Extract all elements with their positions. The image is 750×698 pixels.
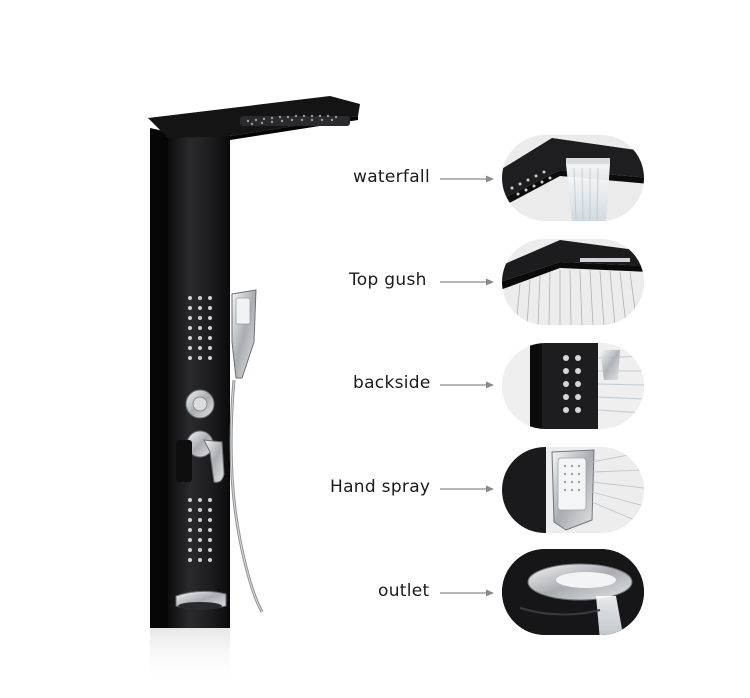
diverter-knob (185, 389, 215, 419)
detail-outlet-image (502, 549, 644, 635)
floor-reflection (150, 628, 230, 683)
detail-hand-spray-image (502, 447, 644, 533)
label-top-gush: Top gush (349, 270, 427, 290)
lower-body-jets (188, 498, 212, 562)
panel-side (150, 128, 168, 628)
label-hand-spray: Hand spray (330, 477, 431, 497)
label-waterfall: waterfall (353, 167, 430, 187)
shower-panel (148, 96, 360, 683)
callout-arrows (440, 175, 494, 597)
hand-shower (229, 289, 264, 613)
detail-top-gush-image (502, 239, 644, 325)
head-nozzles (240, 114, 350, 126)
detail-waterfall-image (502, 135, 644, 221)
label-outlet: outlet (378, 581, 430, 601)
tub-spout (175, 590, 227, 610)
panel-column (168, 132, 230, 628)
detail-backside-image (502, 343, 644, 429)
label-backside: backside (353, 373, 431, 393)
upper-body-jets (188, 296, 212, 360)
mixer-handle (176, 430, 225, 483)
